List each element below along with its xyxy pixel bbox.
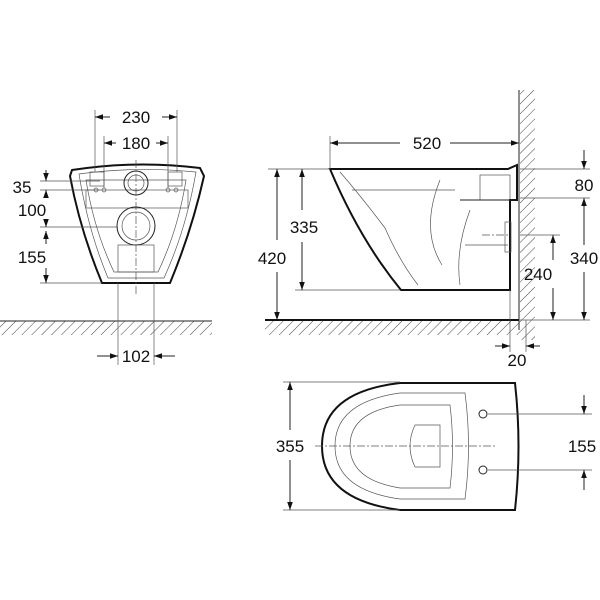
- dim-label-155: 155: [18, 248, 46, 267]
- wall-hatch: [520, 90, 535, 340]
- bolt-hole: [478, 465, 488, 475]
- dim-label-240: 240: [524, 265, 552, 284]
- front-extension-lines: [40, 110, 178, 365]
- bolt-hole: [478, 409, 488, 419]
- dim-label-355: 355: [276, 437, 304, 456]
- front-view: 230 180 35 100 155 102: [0, 108, 212, 366]
- front-bowl-outline: [68, 160, 206, 295]
- top-extension-lines: [283, 381, 592, 511]
- floor-hatch: [265, 321, 520, 335]
- side-bowl-outline: [328, 163, 518, 291]
- dim-label-230: 230: [122, 108, 150, 127]
- dim-label-335: 335: [290, 218, 318, 237]
- dim-label-420: 420: [258, 249, 286, 268]
- floor-hatch: [0, 321, 212, 335]
- dim-label-20: 20: [508, 351, 527, 370]
- dim-label-340: 340: [570, 249, 598, 268]
- dim-label-80: 80: [575, 176, 594, 195]
- dim-label-102: 102: [122, 347, 150, 366]
- side-view: 520 420 335 80 340 240 20: [258, 90, 598, 370]
- dim-label-180: 180: [122, 134, 150, 153]
- top-bowl-outline: [315, 382, 520, 511]
- dim-label-35: 35: [13, 178, 32, 197]
- dim-label-520: 520: [413, 134, 441, 153]
- dim-label-155-top: 155: [568, 437, 596, 456]
- dim-label-100: 100: [18, 201, 46, 220]
- top-view: 355 155: [276, 381, 596, 511]
